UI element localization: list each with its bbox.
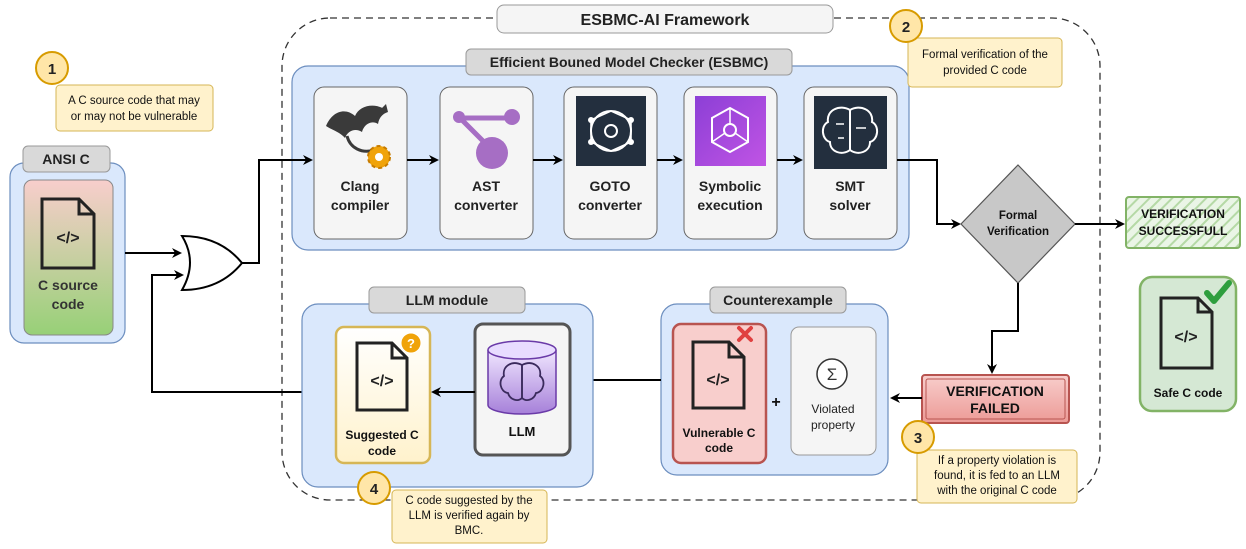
- step-1-line2: or may not be vulnerable: [71, 111, 198, 123]
- step-4-note: C code suggested by the LLM is verified …: [357, 471, 548, 544]
- success-line1: VERIFICATION: [1141, 207, 1225, 221]
- code-file-icon: </>: [355, 341, 409, 412]
- step-4-badge: [357, 471, 391, 505]
- violated-line2: property: [811, 418, 855, 432]
- formal-verification-decision: Formal Verification: [960, 164, 1076, 284]
- stage-symbolic-line1: Symbolic: [699, 178, 761, 194]
- verification-successful-box: VERIFICATION SUCCESSFULL: [1125, 196, 1241, 249]
- llm-label: LLM: [509, 424, 536, 439]
- stage-symbolic-execution: Symbolic execution: [683, 86, 778, 240]
- stage-symbolic-line2: execution: [697, 197, 762, 213]
- stage-goto-line2: converter: [578, 197, 642, 213]
- arrow-smt-to-verification: [897, 159, 961, 229]
- decision-line2: Verification: [987, 226, 1049, 238]
- sigma-icon: [816, 358, 848, 390]
- checkmark-icon: [1204, 280, 1232, 304]
- neural-gear-icon: [576, 96, 646, 166]
- llm-card: LLM: [473, 322, 572, 457]
- stage-ast-line1: AST: [472, 178, 500, 194]
- step-3-badge: [901, 420, 935, 454]
- vulnerable-line2: code: [705, 441, 733, 455]
- stage-ast-converter: AST converter: [439, 86, 534, 240]
- stage-smt-line2: solver: [829, 197, 871, 213]
- success-line2: SUCCESSFULL: [1139, 224, 1228, 238]
- esbmc-title: Efficient Bouned Model Checker (ESBMC): [465, 48, 793, 76]
- violated-line1: Violated: [811, 402, 854, 416]
- code-file-icon: </>: [40, 197, 96, 270]
- step-2-line1: Formal verification of the: [922, 49, 1048, 61]
- input-line1: C source: [38, 277, 98, 293]
- framework-title: ESBMC-AI Framework: [496, 4, 834, 34]
- vulnerable-line1: Vulnerable C: [683, 426, 756, 440]
- counterexample-title-text: Counterexample: [723, 292, 833, 308]
- decision-line1: Formal: [999, 210, 1037, 222]
- violated-property-card: Σ Violated property: [790, 326, 877, 456]
- step-4-line2: LLM is verified again by: [409, 510, 530, 522]
- question-icon: [400, 332, 422, 354]
- step-2-note: Formal verification of the provided C co…: [889, 9, 1063, 88]
- stage-clang-compiler: Clang compiler: [313, 86, 408, 240]
- step-4-number: 4: [370, 481, 379, 498]
- cube-network-icon: [695, 96, 766, 166]
- verification-failed-box: VERIFICATION FAILED: [921, 374, 1070, 424]
- code-glyph: </>: [56, 230, 79, 247]
- step-2-number: 2: [902, 19, 910, 36]
- step-1-note: A C source code that may or may not be v…: [35, 51, 214, 132]
- counterexample-title: Counterexample: [709, 286, 847, 314]
- code-glyph: </>: [370, 373, 393, 390]
- code-glyph: </>: [706, 372, 729, 389]
- suggested-line2: code: [368, 444, 396, 458]
- stage-smt-line1: SMT: [835, 178, 865, 194]
- suggested-c-code-card: </> ? Suggested C code: [334, 325, 432, 465]
- sigma-glyph: Σ: [827, 365, 838, 384]
- failed-line2: FAILED: [970, 400, 1020, 416]
- framework-title-text: ESBMC-AI Framework: [581, 12, 750, 29]
- graph-node-icon: [453, 109, 520, 169]
- safe-c-code-card: </> Safe C code: [1138, 275, 1238, 413]
- stage-clang-line1: Clang: [341, 178, 380, 194]
- gear-icon: [367, 145, 391, 169]
- stage-clang-line2: compiler: [331, 197, 390, 213]
- brain-circuit-icon: [814, 96, 887, 169]
- code-glyph: </>: [1174, 329, 1197, 346]
- c-source-code-card: </> C source code: [23, 179, 114, 336]
- step-3-number: 3: [914, 430, 922, 447]
- question-glyph: ?: [407, 336, 415, 351]
- input-line2: code: [52, 296, 85, 312]
- safe-label: Safe C code: [1154, 386, 1223, 400]
- input-title-text: ANSI C: [42, 151, 89, 167]
- step-2-line2: provided C code: [943, 65, 1027, 77]
- failed-line1: VERIFICATION: [946, 383, 1044, 399]
- input-title: ANSI C: [22, 145, 111, 173]
- llm-module-title-text: LLM module: [406, 292, 489, 308]
- step-3-note: If a property violation is found, it is …: [901, 420, 1078, 504]
- step-3-line2: found, it is fed to an LLM: [934, 470, 1060, 482]
- plus-sign: +: [771, 394, 780, 411]
- vulnerable-c-code-card: </> Vulnerable C code: [671, 322, 768, 465]
- arrow-feedback-to-gate: [151, 270, 333, 393]
- stage-goto-line1: GOTO: [590, 178, 631, 194]
- step-1-number: 1: [48, 61, 56, 78]
- database-brain-icon: [487, 340, 557, 415]
- stage-ast-line2: converter: [454, 197, 518, 213]
- step-1-badge: [35, 51, 69, 85]
- code-file-icon: </>: [691, 340, 746, 410]
- step-4-line1: C code suggested by the: [405, 495, 532, 507]
- suggested-line1: Suggested C: [345, 428, 419, 442]
- llm-module-title: LLM module: [368, 286, 526, 314]
- red-x-icon: [737, 326, 753, 342]
- step-3-line1: If a property violation is: [938, 455, 1057, 467]
- stage-goto-converter: GOTO converter: [563, 86, 658, 240]
- arrow-gate-to-esbmc: [242, 155, 313, 264]
- step-3-line3: with the original C code: [936, 485, 1057, 497]
- stage-smt-solver: SMT solver: [803, 86, 898, 240]
- step-1-line1: A C source code that may: [68, 95, 200, 107]
- code-file-icon: </>: [1159, 296, 1214, 370]
- arrow-to-failed: [987, 283, 1019, 374]
- or-gate: [180, 234, 244, 292]
- esbmc-title-text: Efficient Bouned Model Checker (ESBMC): [490, 54, 768, 70]
- step-4-line3: BMC.: [455, 525, 484, 537]
- step-2-badge: [889, 9, 923, 43]
